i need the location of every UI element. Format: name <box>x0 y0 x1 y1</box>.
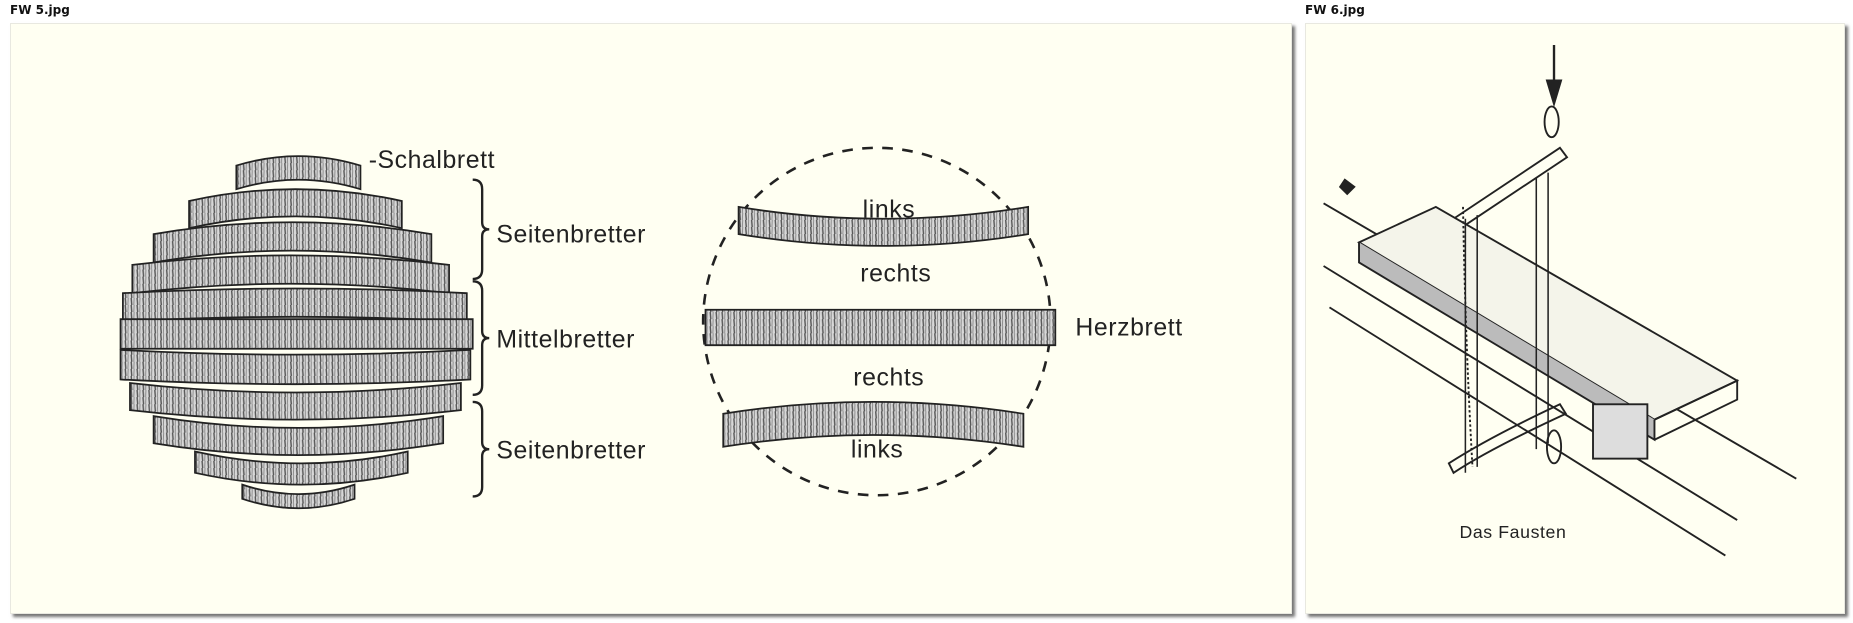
log-board <box>188 188 403 230</box>
log-board <box>122 287 468 323</box>
brace-seitenbretter-bottom <box>472 400 490 498</box>
thumbnail-caption-fw6: FW 6.jpg <box>1305 3 1365 17</box>
label-das-fausten: Das Fausten <box>1459 522 1566 542</box>
brace-seitenbretter-top <box>472 178 490 281</box>
fausten-drawing <box>1323 45 1797 557</box>
diagram-board <box>722 401 1025 448</box>
label-mittelbretter: Mittelbretter <box>496 327 635 354</box>
thumbnail-caption-fw5: FW 5.jpg <box>10 3 70 17</box>
label-links-bottom: links <box>851 436 904 463</box>
label-links-top: links <box>863 197 916 224</box>
log-board <box>235 155 362 191</box>
diagram-board <box>704 308 1057 347</box>
log-board <box>152 415 445 456</box>
log-board <box>241 483 356 510</box>
log-board <box>119 318 474 350</box>
label-rechts-top: rechts <box>860 260 931 287</box>
label-seitenbretter-bottom: Seitenbretter <box>496 438 646 465</box>
log-board <box>119 348 472 386</box>
label-rechts-bottom: rechts <box>853 364 924 391</box>
log-board <box>131 254 450 295</box>
log-cross-section <box>119 155 474 510</box>
label-seitenbretter-top: Seitenbretter <box>496 221 646 248</box>
brace-mittelbretter <box>472 280 490 396</box>
label-herzbrett: Herzbrett <box>1075 315 1182 342</box>
board-orientation-diagram <box>701 146 1057 497</box>
log-board <box>129 382 462 421</box>
diagram-board <box>737 205 1030 247</box>
label-schalbrett: -Schalbrett <box>369 147 495 174</box>
log-board <box>194 450 409 486</box>
braces <box>472 178 490 498</box>
